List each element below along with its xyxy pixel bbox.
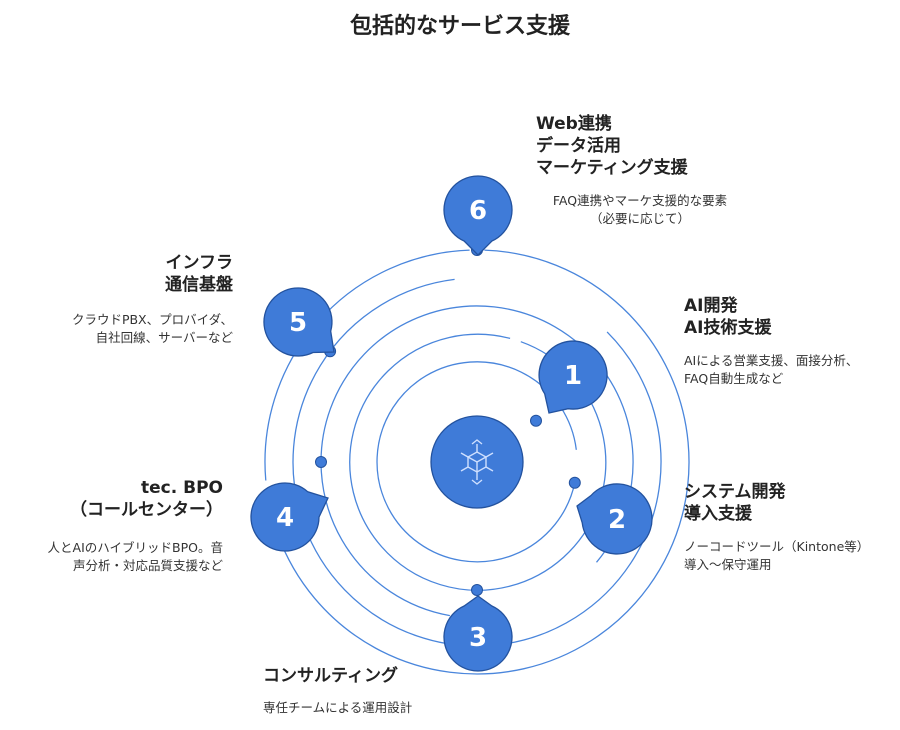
service-description-line: 声分析・対応品質支援など: [73, 558, 224, 573]
ring-dot-1: [530, 414, 542, 427]
service-description-line: AIによる営業支援、面接分析、: [684, 353, 858, 368]
service-badge-2: 2: [576, 483, 653, 555]
service-description-line: 自社回線、サーバーなど: [96, 330, 234, 345]
service-title-line: 導入支援: [684, 503, 753, 524]
service-title-line: システム開発: [684, 481, 786, 502]
badge-number: 4: [276, 503, 294, 533]
service-description-line: （必要に応じて）: [590, 211, 690, 226]
badge-pin-shape: [443, 175, 513, 256]
center-hub: [430, 415, 524, 509]
ring-arc-4-1: [320, 305, 634, 617]
service-badge-6: 6: [443, 175, 513, 256]
ring-dot-2: [568, 476, 581, 489]
service-title-line: AI開発: [684, 295, 738, 316]
service-title-line: tec. BPO: [141, 478, 223, 498]
service-description-line: クラウドPBX、プロバイダ、: [72, 312, 233, 327]
ring-dot-3: [471, 584, 483, 596]
service-title-line: マーケティング支援: [536, 157, 689, 178]
service-description-line: 導入〜保守運用: [684, 557, 772, 572]
service-title-line: AI技術支援: [684, 317, 772, 338]
ring-arc-5-1: [292, 278, 662, 647]
service-description-line: FAQ連携やマーケ支援的な要素: [553, 193, 727, 208]
service-title-line: インフラ: [166, 253, 234, 273]
service-title-line: コンサルティング: [263, 665, 398, 686]
ring-arc-6-1: [277, 249, 690, 675]
service-description-line: 人とAIのハイブリッドBPO。音: [48, 540, 223, 555]
service-title-line: データ活用: [536, 135, 621, 156]
service-badges: 1 2 3 4 5 6: [250, 175, 653, 672]
service-description-line: FAQ自動生成など: [684, 371, 784, 386]
service-description-line: ノーコードツール（Kintone等）: [684, 539, 869, 554]
service-title-line: Web連携: [536, 113, 612, 134]
cube-network-icon: [460, 439, 494, 485]
service-badge-3: 3: [443, 595, 513, 672]
service-label-4: tec. BPO（コールセンター） 人とAIのハイブリッドBPO。音声分析・対応品…: [48, 478, 224, 573]
badge-number: 5: [289, 308, 307, 338]
page-title: 包括的なサービス支援: [350, 13, 571, 39]
badge-pin-shape: [250, 482, 329, 552]
badge-pin-shape: [443, 595, 513, 672]
badge-number: 3: [469, 623, 487, 653]
service-badge-5: 5: [263, 287, 335, 357]
badge-number: 6: [469, 196, 487, 226]
service-badge-4: 4: [250, 482, 329, 552]
badge-pin-shape: [263, 287, 335, 357]
badge-pin-shape: [576, 483, 653, 555]
service-title-line: （コールセンター）: [70, 499, 223, 520]
ring-arc-2-1: [376, 361, 577, 563]
ring-dot-4: [315, 456, 327, 468]
ring-arc-3-1: [349, 333, 607, 591]
service-description-line: 専任チームによる運用設計: [263, 700, 412, 715]
badge-number: 2: [608, 505, 626, 535]
service-badge-1: 1: [538, 340, 608, 414]
badge-pin-shape: [538, 340, 608, 414]
ring-connection-dots: [315, 244, 581, 596]
service-title-line: 通信基盤: [165, 274, 234, 295]
badge-number: 1: [564, 361, 582, 391]
